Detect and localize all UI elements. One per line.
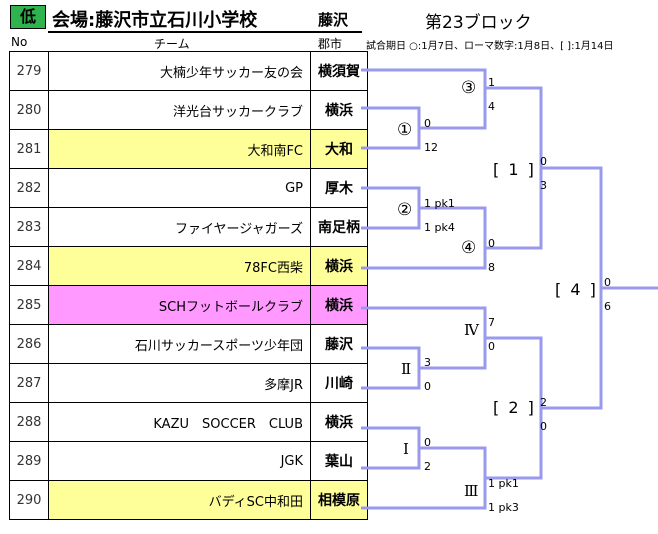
team-name: 洋光台サッカークラブ [48,90,311,130]
match-marker: ① [397,120,413,140]
team-name: SCHフットボールクラブ [48,285,311,325]
score-bottom: 0 [540,420,547,433]
team-name: ファイヤージャガーズ [48,207,311,247]
level-badge: 低 [10,5,46,29]
match-marker: ④ [461,238,477,258]
team-number: 282 [9,168,49,208]
team-number: 283 [9,207,49,247]
team-name: 大和南FC [48,129,311,169]
score-bottom: 12 [424,141,438,154]
score-bottom: 1 pk3 [488,501,519,514]
team-city: 大和 [310,129,368,169]
score-bottom: 6 [604,300,611,313]
match-marker: [ 2 ] [493,398,536,417]
bracket-line [361,306,487,390]
team-city: 横浜 [310,402,368,442]
match-marker: [ 4 ] [555,280,598,299]
team-number: 280 [9,90,49,130]
team-city: 横須賀 [310,51,368,91]
score-bottom: 2 [424,460,431,473]
score-bottom: 0 [488,340,495,353]
team-city: 葉山 [310,441,368,481]
score-top: 1 pk1 [424,197,455,210]
score-bottom: 4 [488,100,495,113]
bracket-line [361,346,421,368]
team-number: 281 [9,129,49,169]
column-header-no: No [11,35,28,49]
column-header-team: チーム [154,37,190,51]
match-marker: [ 1 ] [493,160,536,179]
schedule-legend: 試合期日 ○:1月7日、ローマ数字:1月8日、[ ]:1月14日 [366,41,614,52]
title-underline [48,31,362,33]
score-top: 1 [488,76,495,89]
team-city: 相模原 [310,480,368,520]
block-title: 第23ブロック [425,13,532,33]
venue-title: 会場:藤沢市立石川小学校 [52,10,258,31]
score-bottom: 8 [488,261,495,274]
team-city: 横浜 [310,285,368,325]
score-bottom: 1 pk4 [424,221,455,234]
team-city: 厚木 [310,168,368,208]
venue-city: 藤沢 [318,11,349,29]
score-top: 7 [488,316,495,329]
match-marker: ② [397,200,413,220]
column-header-city: 郡市 [318,37,343,51]
team-name: 石川サッカースポーツ少年団 [48,324,311,364]
score-top: 1 pk1 [488,477,519,490]
team-city: 南足柄 [310,207,368,247]
team-number: 290 [9,480,49,520]
match-marker: Ⅳ [464,321,479,339]
team-name: 大楠少年サッカー友の会 [48,51,311,91]
bracket-line [361,68,487,150]
team-name: バディSC中和田 [48,480,311,520]
bracket-line [361,426,487,510]
match-marker: Ⅲ [464,482,479,500]
score-top: 0 [540,155,547,168]
team-city: 藤沢 [310,324,368,364]
score-top: 3 [424,356,431,369]
match-marker: Ⅱ [401,360,412,378]
match-marker: ③ [461,78,477,98]
team-number: 287 [9,363,49,403]
bracket-line [361,208,421,230]
score-bottom: 3 [540,179,547,192]
match-marker: Ⅰ [403,440,409,458]
score-top: 0 [604,276,611,289]
bracket-line [361,448,421,470]
team-number: 285 [9,285,49,325]
bracket-line [361,106,421,128]
team-name: KAZU SOCCER CLUB [48,402,311,442]
score-top: 0 [488,237,495,250]
score-top: 2 [540,396,547,409]
score-top: 0 [424,117,431,130]
team-name: JGK [48,441,311,481]
score-top: 0 [424,436,431,449]
bracket-line [361,186,487,270]
score-bottom: 0 [424,380,431,393]
